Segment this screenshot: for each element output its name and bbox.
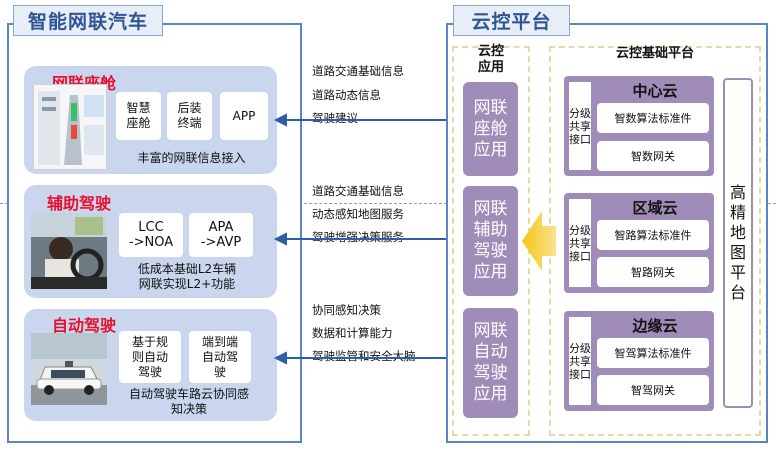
app-autonomous-driving: 网联 自动 驾驶 应用 bbox=[463, 308, 518, 418]
box-aftermarket-terminal: 后装 终端 bbox=[167, 92, 212, 140]
vehicle-panel-title: 智能网联汽车 bbox=[13, 5, 163, 36]
algorithm-module: 智路算法标准件 bbox=[597, 220, 709, 250]
card-caption: 丰富的网联信息接入 bbox=[137, 151, 246, 165]
message-text: 道路动态信息 bbox=[312, 88, 381, 102]
message-text: 驾驶建议 bbox=[312, 111, 358, 125]
hd-map-label: 高 精 地 图 平 台 bbox=[729, 183, 746, 302]
data-flow-arrows bbox=[273, 113, 465, 365]
card-caption: 自动驾驶车路云协同感 知决策 bbox=[128, 387, 249, 416]
card-title: 辅助驾驶 bbox=[47, 194, 112, 213]
driver-photo-image bbox=[31, 213, 107, 289]
share-interface-label: 分级 共享 接口 bbox=[569, 317, 591, 405]
dotted-guide-line bbox=[0, 203, 776, 204]
cloud-name: 中心云 bbox=[632, 82, 678, 100]
box-lcc-noa: LCC ->NOA bbox=[119, 213, 183, 257]
card-title: 自动驾驶 bbox=[52, 316, 117, 335]
cloud-name: 区域云 bbox=[632, 199, 678, 217]
gateway-module: 智路网关 bbox=[597, 257, 709, 287]
hd-map-platform: 高 精 地 图 平 台 bbox=[723, 78, 753, 408]
message-text: 驾驶增强决策服务 bbox=[312, 230, 404, 244]
box-rule-based-driving: 基于规 则自动 驾驶 bbox=[119, 331, 181, 383]
message-text: 道路交通基础信息 bbox=[312, 184, 404, 198]
share-interface-label: 分级 共享 接口 bbox=[569, 82, 591, 170]
robotaxi-photo-image bbox=[31, 333, 107, 405]
cloud-name: 边缘云 bbox=[632, 317, 678, 335]
app-assisted-driving: 网联 辅助 驾驶 应用 bbox=[463, 186, 518, 296]
algorithm-module: 智驾算法标准件 bbox=[597, 338, 709, 368]
cloud-app-header: 云控 应用 bbox=[477, 44, 504, 75]
yellow-arrow-icon bbox=[522, 211, 556, 271]
share-interface-label: 分级 共享 接口 bbox=[569, 199, 591, 287]
cloud-base-column bbox=[549, 46, 761, 436]
app-connected-cockpit: 网联 座舱 应用 bbox=[463, 82, 518, 176]
message-text: 动态感知地图服务 bbox=[312, 207, 404, 221]
box-end-to-end-driving: 端到端 自动驾 驶 bbox=[189, 331, 251, 383]
card-caption: 低成本基础L2车辆 网联实现L2+功能 bbox=[137, 262, 237, 291]
box-apa-avp: APA ->AVP bbox=[189, 213, 253, 257]
cockpit-screen-image bbox=[33, 84, 107, 170]
box-app: APP bbox=[220, 92, 268, 140]
message-text: 数据和计算能力 bbox=[312, 326, 393, 340]
message-text: 道路交通基础信息 bbox=[312, 64, 404, 78]
message-text: 协同感知决策 bbox=[312, 303, 381, 317]
cloud-base-header: 云控基础平台 bbox=[615, 46, 694, 61]
message-text: 驾驶监管和安全大脑 bbox=[312, 349, 416, 363]
cloud-platform-title: 云控平台 bbox=[453, 5, 570, 36]
box-smart-cockpit: 智慧 座舱 bbox=[116, 92, 161, 140]
gateway-module: 智驾网关 bbox=[597, 375, 709, 405]
gateway-module: 智数网关 bbox=[597, 141, 709, 171]
algorithm-module: 智数算法标准件 bbox=[597, 103, 709, 133]
